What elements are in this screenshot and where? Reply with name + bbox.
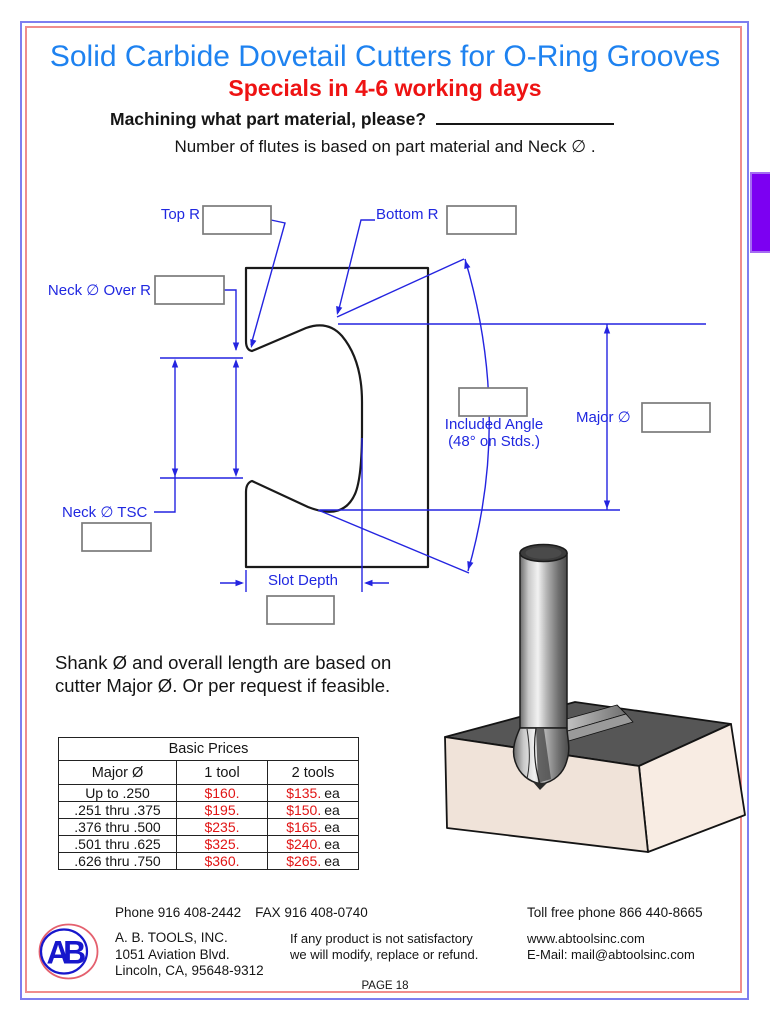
label-neck-over-r: Neck ∅ Over R <box>47 282 151 299</box>
range-cell: Up to .250 <box>58 784 177 802</box>
range-cell: .501 thru .625 <box>58 835 177 853</box>
page-title: Solid Carbide Dovetail Cutters for O-Rin… <box>49 40 721 73</box>
shank-note-line2: cutter Major Ø. Or per request if feasib… <box>55 675 391 696</box>
col-header-1tool: 1 tool <box>176 760 268 785</box>
company-name: A. B. TOOLS, INC. <box>115 930 228 945</box>
table-row: .251 thru .375 $195. $150.ea <box>58 801 359 819</box>
ea-suffix: ea <box>324 853 340 869</box>
label-slot-depth: Slot Depth <box>267 572 339 589</box>
price-table-title: Basic Prices <box>58 737 359 761</box>
value-box-neck-over-r[interactable] <box>154 275 225 305</box>
label-included-angle-line1: Included Angle <box>444 416 544 433</box>
cutter-3d-illustration <box>444 543 746 853</box>
table-row: .626 thru .750 $360. $265.ea <box>58 852 359 870</box>
cutter-head-flute <box>536 729 551 783</box>
label-major-dia: Major ∅ <box>576 409 631 426</box>
material-question: Machining what part material, please? <box>110 108 615 130</box>
phone-number: Phone 916 408-2442 <box>115 905 242 920</box>
cutter-tip <box>533 782 547 790</box>
label-top-r: Top R <box>160 206 200 223</box>
price-2tools: $135. <box>286 785 322 801</box>
table-row: .376 thru .500 $235. $165.ea <box>58 818 359 836</box>
label-included-angle-line2: (48° on Stds.) <box>448 433 540 450</box>
cutter-shank <box>519 552 568 729</box>
page-number: PAGE 18 <box>361 980 409 992</box>
fax-number: FAX 916 408-0740 <box>255 905 368 920</box>
range-cell: .251 thru .375 <box>58 801 177 819</box>
website-link[interactable]: www.abtoolsinc.com <box>527 931 645 946</box>
table-row: Up to .250 $160. $135.ea <box>58 784 359 802</box>
table-row: .501 thru .625 $325. $240.ea <box>58 835 359 853</box>
value-box-slot-depth[interactable] <box>266 595 335 625</box>
block-front-face <box>444 736 649 853</box>
cutter-shank-top-inner <box>525 547 562 559</box>
value-box-top-r[interactable] <box>202 205 272 235</box>
address-line1: 1051 Aviation Blvd. <box>115 946 230 962</box>
dimension-arrowheads <box>171 260 611 587</box>
price-2tools: $165. <box>286 819 322 835</box>
col-header-major: Major Ø <box>58 760 177 785</box>
price-2tools: $240. <box>286 836 322 852</box>
flutes-note: Number of flutes is based on part materi… <box>174 137 596 156</box>
toll-free-number: Toll free phone 866 440-8665 <box>527 905 703 920</box>
price-1tool: $195. <box>204 802 240 818</box>
logo-monogram: AB <box>47 935 86 971</box>
shank-note: Shank Ø and overall length are based on … <box>55 651 391 697</box>
guarantee-line2: we will modify, replace or refund. <box>290 947 479 962</box>
value-box-included-angle[interactable] <box>458 387 528 417</box>
address-line2: Lincoln, CA, 95648-9312 <box>115 963 264 978</box>
page-border-inner <box>25 26 742 993</box>
price-1tool: $235. <box>204 819 240 835</box>
cutter-flute-line-2 <box>526 728 530 780</box>
price-2tools: $150. <box>286 802 322 818</box>
cutter-flute-line <box>534 727 541 785</box>
material-question-text: Machining what part material, please? <box>110 109 427 129</box>
price-1tool: $160. <box>204 785 240 801</box>
label-neck-tsc: Neck ∅ TSC <box>62 504 148 521</box>
range-cell: .376 thru .500 <box>58 818 177 836</box>
web-contact-block: www.abtoolsinc.com E-Mail: mail@abtoolsi… <box>527 931 695 963</box>
ea-suffix: ea <box>324 785 340 801</box>
price-1tool: $360. <box>204 853 240 869</box>
material-fill-in-blank[interactable] <box>436 108 615 125</box>
label-included-angle: Included Angle (48° on Stds.) <box>433 416 555 450</box>
price-1tool: $325. <box>204 836 240 852</box>
guarantee-line1: If any product is not satisfactory <box>290 931 473 946</box>
value-box-neck-tsc[interactable] <box>81 522 152 552</box>
guarantee-note: If any product is not satisfactory we wi… <box>290 931 478 963</box>
company-logo: AB <box>38 923 99 980</box>
ea-suffix: ea <box>324 836 340 852</box>
ea-suffix: ea <box>324 802 340 818</box>
shank-note-line1: Shank Ø and overall length are based on <box>55 652 392 673</box>
col-header-2tools: 2 tools <box>267 760 359 785</box>
value-box-major-dia[interactable] <box>641 402 711 433</box>
page-border-outer <box>20 21 749 1000</box>
page-subtitle: Specials in 4-6 working days <box>228 75 542 101</box>
cutter-profile-outline <box>244 266 430 569</box>
ea-suffix: ea <box>324 819 340 835</box>
price-2tools: $265. <box>286 853 322 869</box>
dimension-lines <box>154 219 706 592</box>
company-address-block: A. B. TOOLS, INC. 1051 Aviation Blvd. Li… <box>115 930 264 980</box>
logo-outer-ring <box>38 923 99 980</box>
logo-inner-ring <box>39 928 89 975</box>
label-bottom-r: Bottom R <box>376 206 439 223</box>
value-box-bottom-r[interactable] <box>446 205 517 235</box>
email-link[interactable]: E-Mail: mail@abtoolsinc.com <box>527 947 695 962</box>
side-tab-marker <box>750 172 770 253</box>
range-cell: .626 thru .750 <box>58 852 177 870</box>
price-table: Basic Prices Major Ø 1 tool 2 tools Up t… <box>58 737 359 870</box>
footer-phone-line: Phone 916 408-2442 FAX 916 408-0740 <box>115 905 368 922</box>
